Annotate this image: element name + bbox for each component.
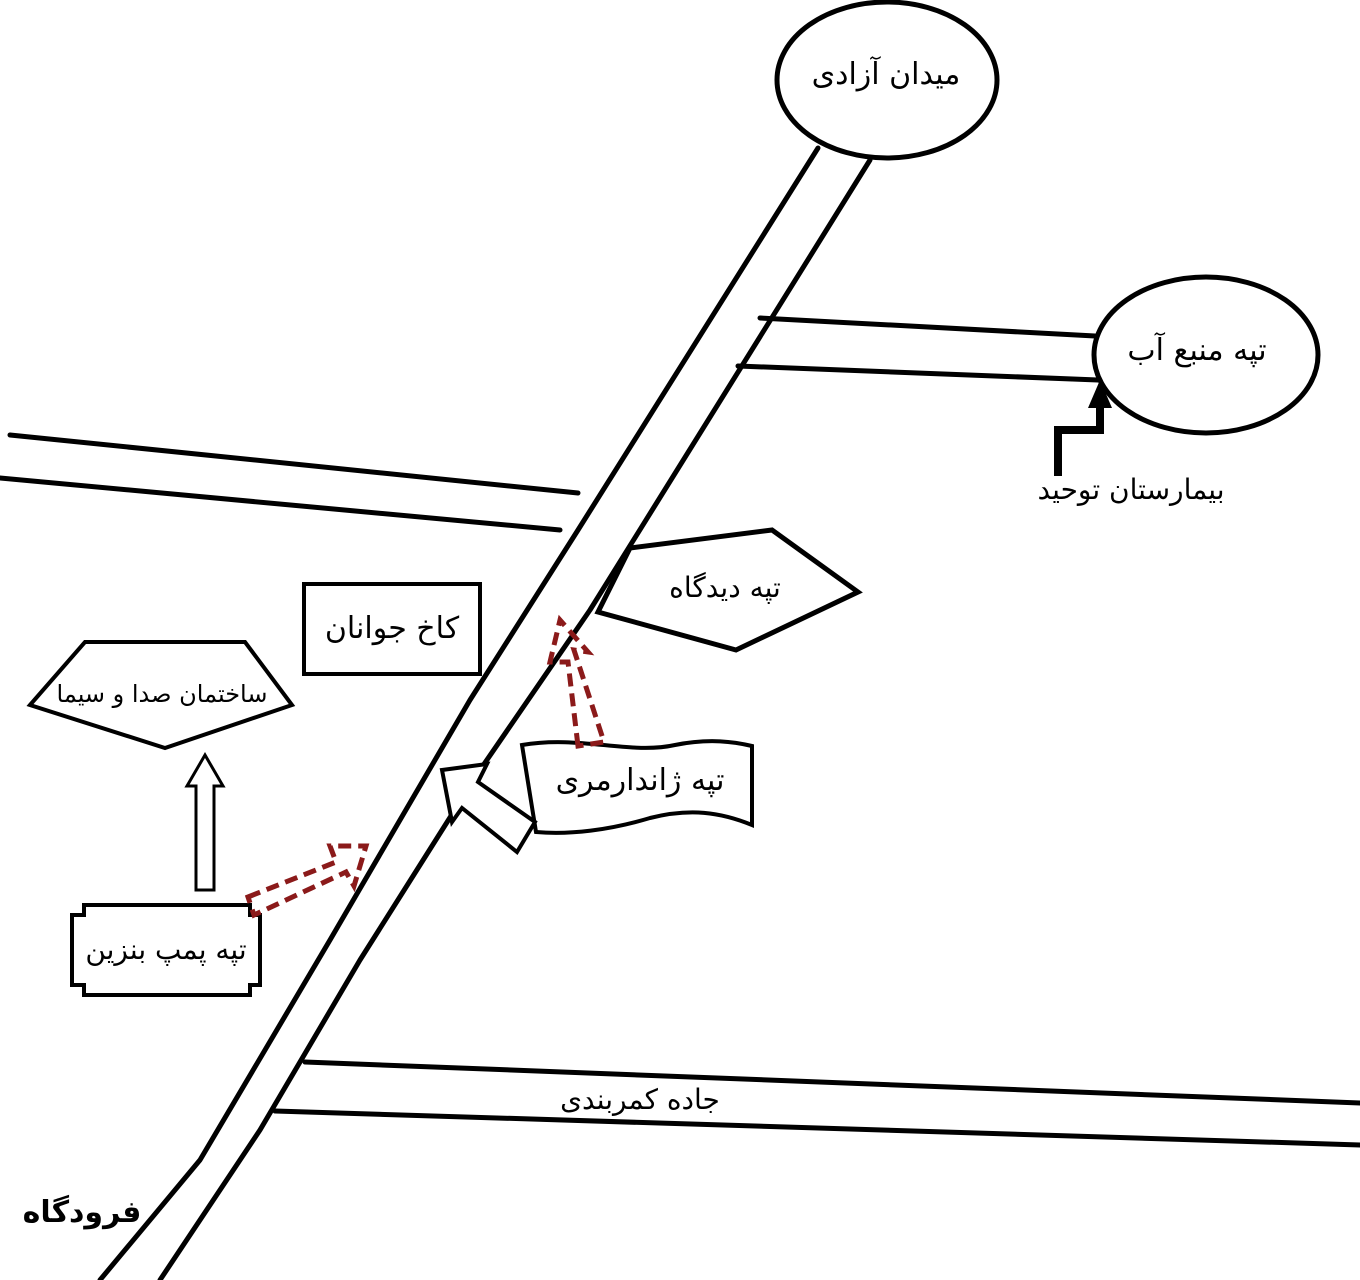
tape-pomp-benzin-label: تپه پمپ بنزین bbox=[85, 933, 247, 966]
seda-sima-label: ساختمان صدا و سیما bbox=[56, 680, 268, 708]
hospital-arrow-line bbox=[1054, 404, 1104, 476]
west-road-bottom-edge bbox=[0, 475, 563, 533]
tape-didgah-label: تپه دیدگاه bbox=[669, 571, 781, 604]
midan-azadi-label: میدان آزادی bbox=[811, 57, 961, 92]
tape-zhandarmeri-banner bbox=[519, 739, 754, 835]
bimarestan-towhid-label: بیمارستان توحید bbox=[1037, 473, 1225, 506]
east-road-bottom-edge bbox=[735, 363, 1101, 383]
west-road-top-edge bbox=[7, 432, 581, 496]
forudgah-label: فرودگاه bbox=[22, 1195, 142, 1230]
seda-sima-shape bbox=[26, 640, 296, 751]
kakh-javanan-box bbox=[302, 582, 482, 676]
arrow-up-icon bbox=[1088, 380, 1112, 408]
main-road-left-edge bbox=[97, 145, 821, 1280]
hollow-arrow-icon bbox=[184, 752, 226, 892]
tape-zhandarmeri-label: تپه ژاندارمری bbox=[555, 763, 725, 798]
dashed-arrow-icon bbox=[546, 614, 608, 749]
tape-didgah-shape bbox=[594, 527, 863, 653]
dashed-arrow-icon bbox=[244, 843, 370, 919]
tape-pomp-benzin-box bbox=[70, 903, 262, 997]
ring-road-top-edge bbox=[302, 1059, 1360, 1106]
tape-manba-ab-label: تپه منبع آب bbox=[1127, 333, 1267, 368]
east-road-top-edge bbox=[757, 315, 1098, 339]
jade-kamarbandi-label: جاده کمربندی bbox=[560, 1083, 720, 1116]
main-road-right-edge bbox=[157, 157, 873, 1280]
hollow-arrow-icon bbox=[439, 761, 538, 855]
ring-road-bottom-edge bbox=[272, 1108, 1360, 1148]
tape-manba-ab-circle bbox=[1091, 274, 1321, 436]
kakh-javanan-label: کاخ جوانان bbox=[324, 611, 460, 646]
midan-azadi-circle bbox=[774, 0, 1000, 161]
